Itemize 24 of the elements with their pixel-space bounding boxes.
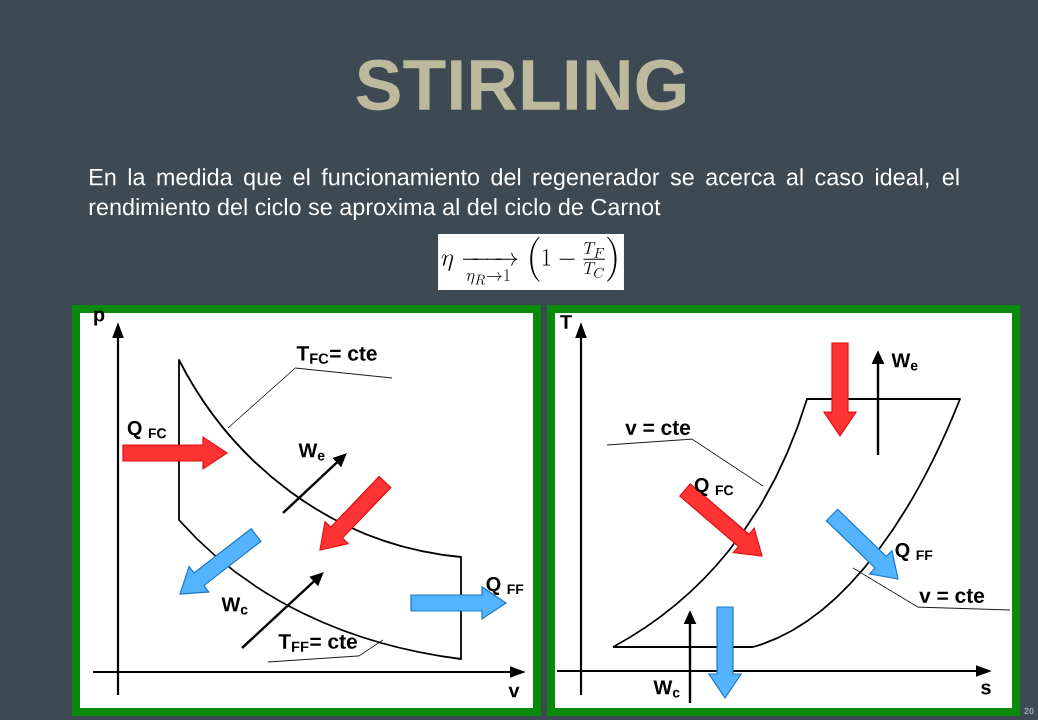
axis-label: Q $_{FC}$ xyxy=(694,478,734,496)
curve-label: T$_{FF}$= cte xyxy=(278,634,357,652)
formula: $\eta \xrightarrow[\eta_R\to 1]{} \left(1-\frac{T_F}{T_C}\right)$ xyxy=(438,233,624,291)
axis-label: T xyxy=(560,315,572,329)
axis-label: W$_{c}$ xyxy=(653,680,680,698)
axis-label: W$_{c}$ xyxy=(221,597,248,615)
axis-label: W$_{e}$ xyxy=(891,353,918,371)
leader-line xyxy=(227,367,393,429)
axis-label: s xyxy=(981,683,991,695)
paragraph: En la medida que el funcionamiento del regenerador se acerca al caso ideal, el rendimiento del ciclo se aproxima al del ciclo de Carnot xyxy=(89,168,959,220)
curve-label: T$_{FC}$= cte xyxy=(296,346,377,364)
axis-label: Q $_{FC}$ xyxy=(127,421,167,439)
curve-label: v = cte xyxy=(919,589,985,603)
axis-label: Q $_{FF}$ xyxy=(486,577,524,595)
axis-label: Q $_{FF}$ xyxy=(895,543,933,561)
leader-line xyxy=(606,438,764,487)
curve-label: v = cte xyxy=(625,421,691,435)
leader-line xyxy=(852,567,1011,611)
axis-label: v xyxy=(508,686,520,698)
leader-line xyxy=(267,639,384,663)
axis-label: W$_{e}$ xyxy=(298,443,325,461)
axis-label: p xyxy=(94,310,105,326)
title: STIRLING xyxy=(356,59,685,111)
page-number: 20 xyxy=(1024,707,1034,715)
